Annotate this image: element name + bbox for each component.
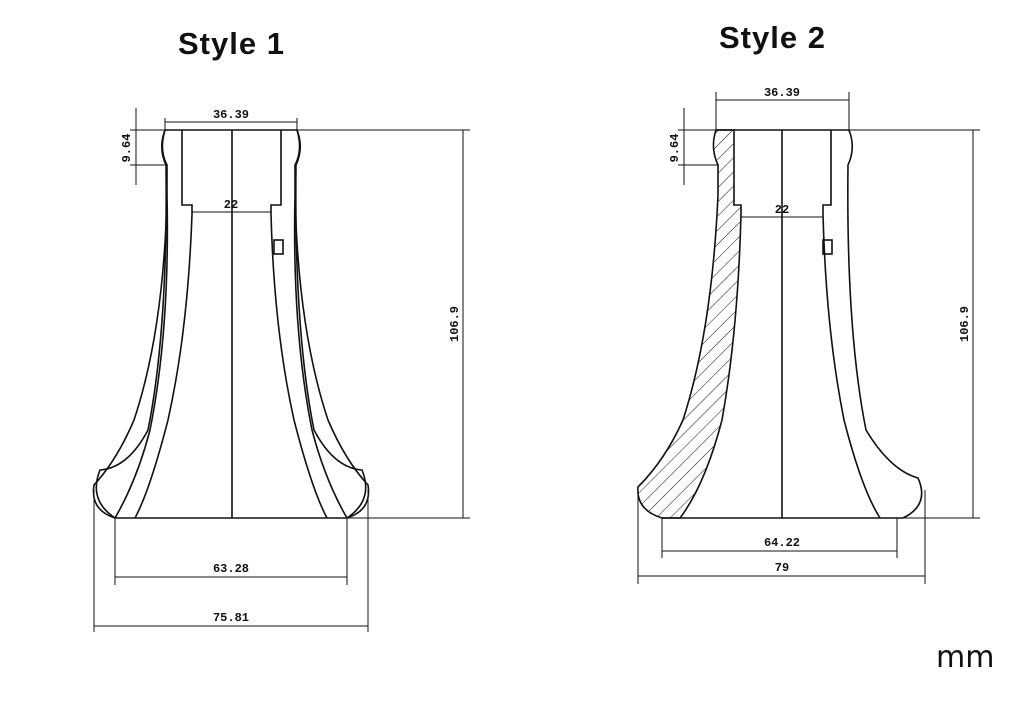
style-2-right-wall (847, 129, 923, 519)
style-2-base-inner-label: 64.22 (764, 536, 800, 550)
style-2-lip-label: 9.64 (668, 134, 682, 163)
style-2-height-label: 106.9 (958, 306, 972, 342)
style-2-inner-label: 22 (775, 203, 789, 217)
style-2-top-width-label: 36.39 (764, 86, 800, 100)
style-1-inner-label: 22 (224, 198, 238, 212)
style-1-right-wall (295, 129, 367, 519)
style-1-lip-label: 9.64 (120, 134, 134, 163)
style-2-drawing: 36.39 9.64 22 106.9 64.22 79 (637, 86, 980, 584)
style-2-notch (822, 239, 833, 255)
style-1-outline (92, 129, 370, 519)
style-1-title: Style 1 (178, 26, 285, 61)
style-1-bore-right (270, 130, 328, 519)
style-2-bore-right (822, 130, 881, 519)
style-1-base-inner-label: 63.28 (213, 562, 249, 576)
style-2-section-hatch (637, 129, 742, 519)
style-2-base-outer-label: 79 (775, 561, 789, 575)
style-1-bore-left (134, 130, 193, 519)
style-1-height-label: 106.9 (448, 306, 462, 342)
style-1-left-wall (95, 129, 167, 519)
style-1-drawing: 36.39 9.64 22 106.9 63.28 75.81 (92, 108, 470, 632)
style-1-top-width-label: 36.39 (213, 108, 249, 122)
style-1-notch (273, 239, 284, 255)
style-1-base-outer-label: 75.81 (213, 611, 249, 625)
unit-label: mm (936, 640, 995, 675)
style-2-title: Style 2 (719, 20, 826, 55)
